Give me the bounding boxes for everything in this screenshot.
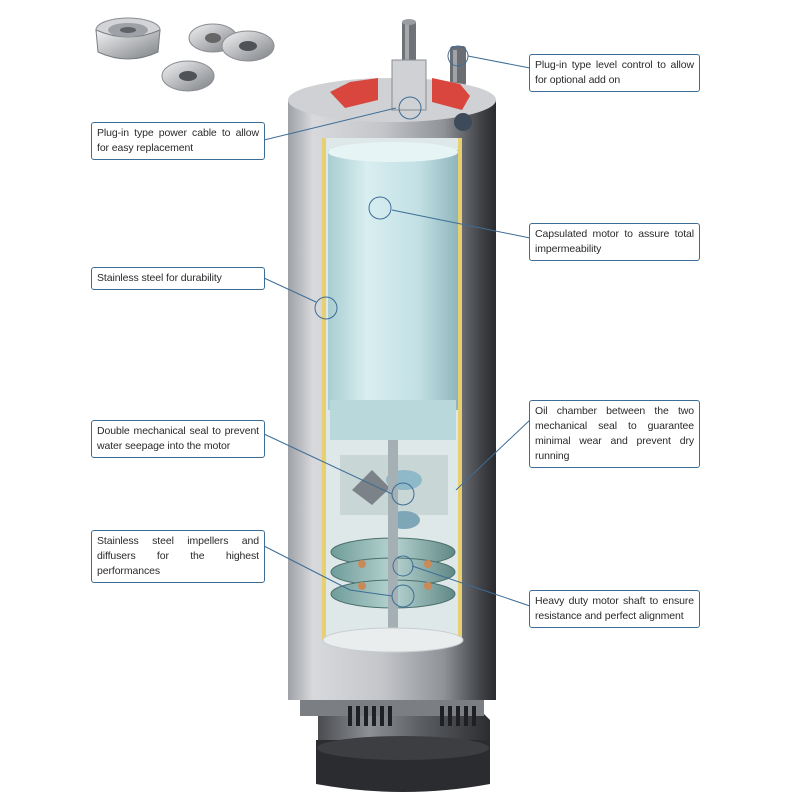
callout-motor-shaft: Heavy duty motor shaft to ensure resista… — [529, 590, 700, 628]
callout-stainless-steel: Stainless steel for durability — [91, 267, 265, 290]
callout-power-cable: Plug-in type power cable to allow for ea… — [91, 122, 265, 160]
leader-lines — [263, 45, 531, 608]
submersible-pump-cutaway-illustration — [288, 19, 496, 792]
mechanical-seal-parts-icon — [95, 17, 275, 92]
callout-capsulated-motor: Capsulated motor to assure total imperme… — [529, 223, 700, 261]
callout-impellers: Stainless steel impellers and diffusers … — [91, 530, 265, 583]
callout-level-control: Plug-in type level control to allow for … — [529, 54, 700, 92]
callout-oil-chamber: Oil chamber between the two mechanical s… — [529, 400, 700, 468]
callout-double-seal: Double mechanical seal to prevent water … — [91, 420, 265, 458]
